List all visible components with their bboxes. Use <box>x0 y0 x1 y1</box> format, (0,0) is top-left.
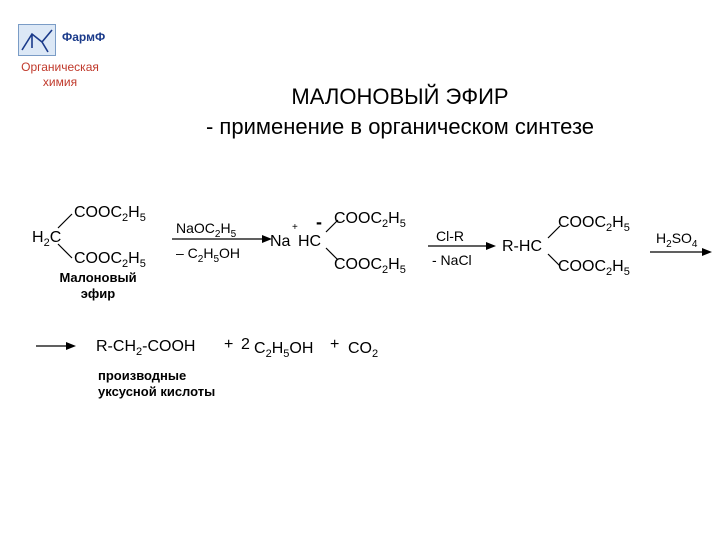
ethanol-coefficient: 2 <box>241 336 250 353</box>
salt-bottom-group: COOC2H5 <box>334 256 406 276</box>
step3-reagent: H2SO4 <box>656 230 698 250</box>
plus-sign: + <box>224 336 234 353</box>
step1-byproduct: – C2H5OH <box>176 245 241 265</box>
arrow-head <box>66 342 76 350</box>
alkyl-top-group: COOC2H5 <box>558 214 630 234</box>
product-ethanol: C2H5OH <box>254 340 314 360</box>
salt-top-group: COOC2H5 <box>334 210 406 230</box>
bond-line <box>325 219 339 233</box>
bond-line <box>547 253 561 267</box>
step2-reagent: Cl-R <box>436 228 464 244</box>
logo-icon <box>18 24 56 56</box>
step1-reagent: NaOC2H5 <box>176 220 237 240</box>
page-title: МАЛОНОВЫЙ ЭФИР - применение в органическ… <box>120 82 680 142</box>
product-co2: CO2 <box>348 340 379 360</box>
ester-label: Малоновый эфир <box>59 270 137 301</box>
bond-line <box>325 247 339 261</box>
ester-ch2: H2C <box>32 229 62 249</box>
plus-sign: + <box>330 336 340 353</box>
arrow-head <box>262 235 272 243</box>
product-acid: R-CH2-COOH <box>96 338 196 358</box>
ester-bottom-group: COOC2H5 <box>74 250 146 270</box>
alkyl-bottom-group: COOC2H5 <box>558 258 630 278</box>
products-label: производные уксусной кислоты <box>98 368 216 399</box>
bond-line <box>57 213 73 229</box>
arrow-head <box>486 242 496 250</box>
alkyl-rhc: R-HC <box>502 238 542 255</box>
arrow-head <box>702 248 712 256</box>
minus-charge: - <box>316 212 322 232</box>
step2-byproduct: - NaCl <box>432 252 472 268</box>
sodium-label: Na <box>270 233 291 250</box>
bond-line <box>547 225 561 239</box>
subject-label: Органическая химия <box>21 60 99 89</box>
carbanion-hc: HC <box>298 233 322 250</box>
plus-charge: + <box>292 222 298 233</box>
title-line-1: МАЛОНОВЫЙ ЭФИР <box>291 84 509 109</box>
title-line-2: - применение в органическом синтезе <box>205 114 595 139</box>
brand-name: ФармФ <box>62 30 106 44</box>
bond-line <box>57 243 73 259</box>
ester-top-group: COOC2H5 <box>74 204 146 224</box>
